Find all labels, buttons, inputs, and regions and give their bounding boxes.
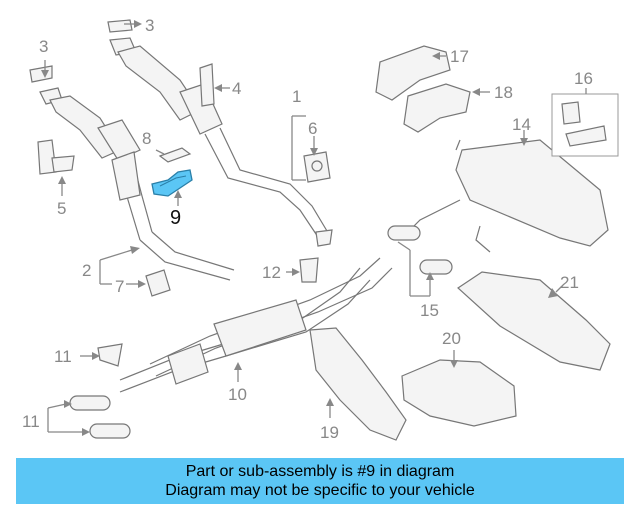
callout-15: 15 bbox=[420, 301, 439, 320]
callout-6: 6 bbox=[308, 119, 317, 138]
callout-1: 1 bbox=[292, 87, 301, 106]
heat-shield-21 bbox=[457, 271, 611, 371]
hanger-13 bbox=[299, 257, 319, 283]
callout-2: 2 bbox=[82, 261, 91, 280]
callout-3: 3 bbox=[145, 16, 154, 35]
banner-line-1: Part or sub-assembly is #9 in diagram bbox=[185, 463, 455, 480]
leader-lines bbox=[41, 20, 587, 436]
callout-8: 8 bbox=[142, 129, 151, 148]
bracket-3-lower bbox=[29, 65, 53, 83]
bracket-12 bbox=[97, 343, 123, 367]
clamps-15 bbox=[387, 225, 453, 275]
exhaust-parts-diagram: 3 3 4 1 6 8 9 5 2 7 12 11 10 10 11 19 20… bbox=[22, 16, 619, 442]
bracket-4 bbox=[199, 63, 215, 107]
callout-11: 11 bbox=[22, 412, 40, 431]
banner-line-2: Diagram may not be specific to your vehi… bbox=[165, 482, 475, 499]
callout-5: 5 bbox=[57, 199, 66, 218]
callout-18: 18 bbox=[494, 83, 513, 102]
callout-14: 14 bbox=[512, 115, 531, 134]
callout-3: 3 bbox=[39, 37, 48, 56]
upper-catalytic-converter bbox=[109, 37, 333, 247]
callout-17: 17 bbox=[450, 47, 469, 66]
part-7 bbox=[145, 269, 171, 297]
main-exhaust-pipe-10 bbox=[119, 257, 393, 393]
bracket-3-upper bbox=[107, 19, 133, 33]
heat-shield-19 bbox=[309, 327, 407, 441]
rear-muffler-14 bbox=[399, 139, 609, 253]
callout-21: 21 bbox=[560, 273, 579, 292]
callout-10: 10 bbox=[228, 385, 247, 404]
callout-7: 7 bbox=[115, 277, 124, 296]
callout-16: 16 bbox=[574, 69, 593, 88]
tailpipe-18 bbox=[403, 83, 471, 133]
info-banner: Part or sub-assembly is #9 in diagram Di… bbox=[16, 458, 624, 504]
callout-20: 20 bbox=[442, 329, 461, 348]
clamps-11 bbox=[69, 395, 131, 439]
callout-13: 12 bbox=[262, 263, 281, 282]
callout-9-highlighted: 9 bbox=[170, 207, 181, 229]
callout-4: 4 bbox=[232, 79, 241, 98]
callout-19: 19 bbox=[320, 423, 339, 442]
heat-shield-9-highlighted bbox=[151, 169, 193, 197]
callout-12: 11 bbox=[54, 347, 72, 366]
left-catalytic-converter bbox=[39, 87, 235, 281]
gasket-8 bbox=[158, 147, 192, 163]
hardware-kit-16 bbox=[551, 93, 619, 157]
tailpipe-17 bbox=[375, 45, 451, 101]
heat-shield-20 bbox=[401, 359, 517, 427]
